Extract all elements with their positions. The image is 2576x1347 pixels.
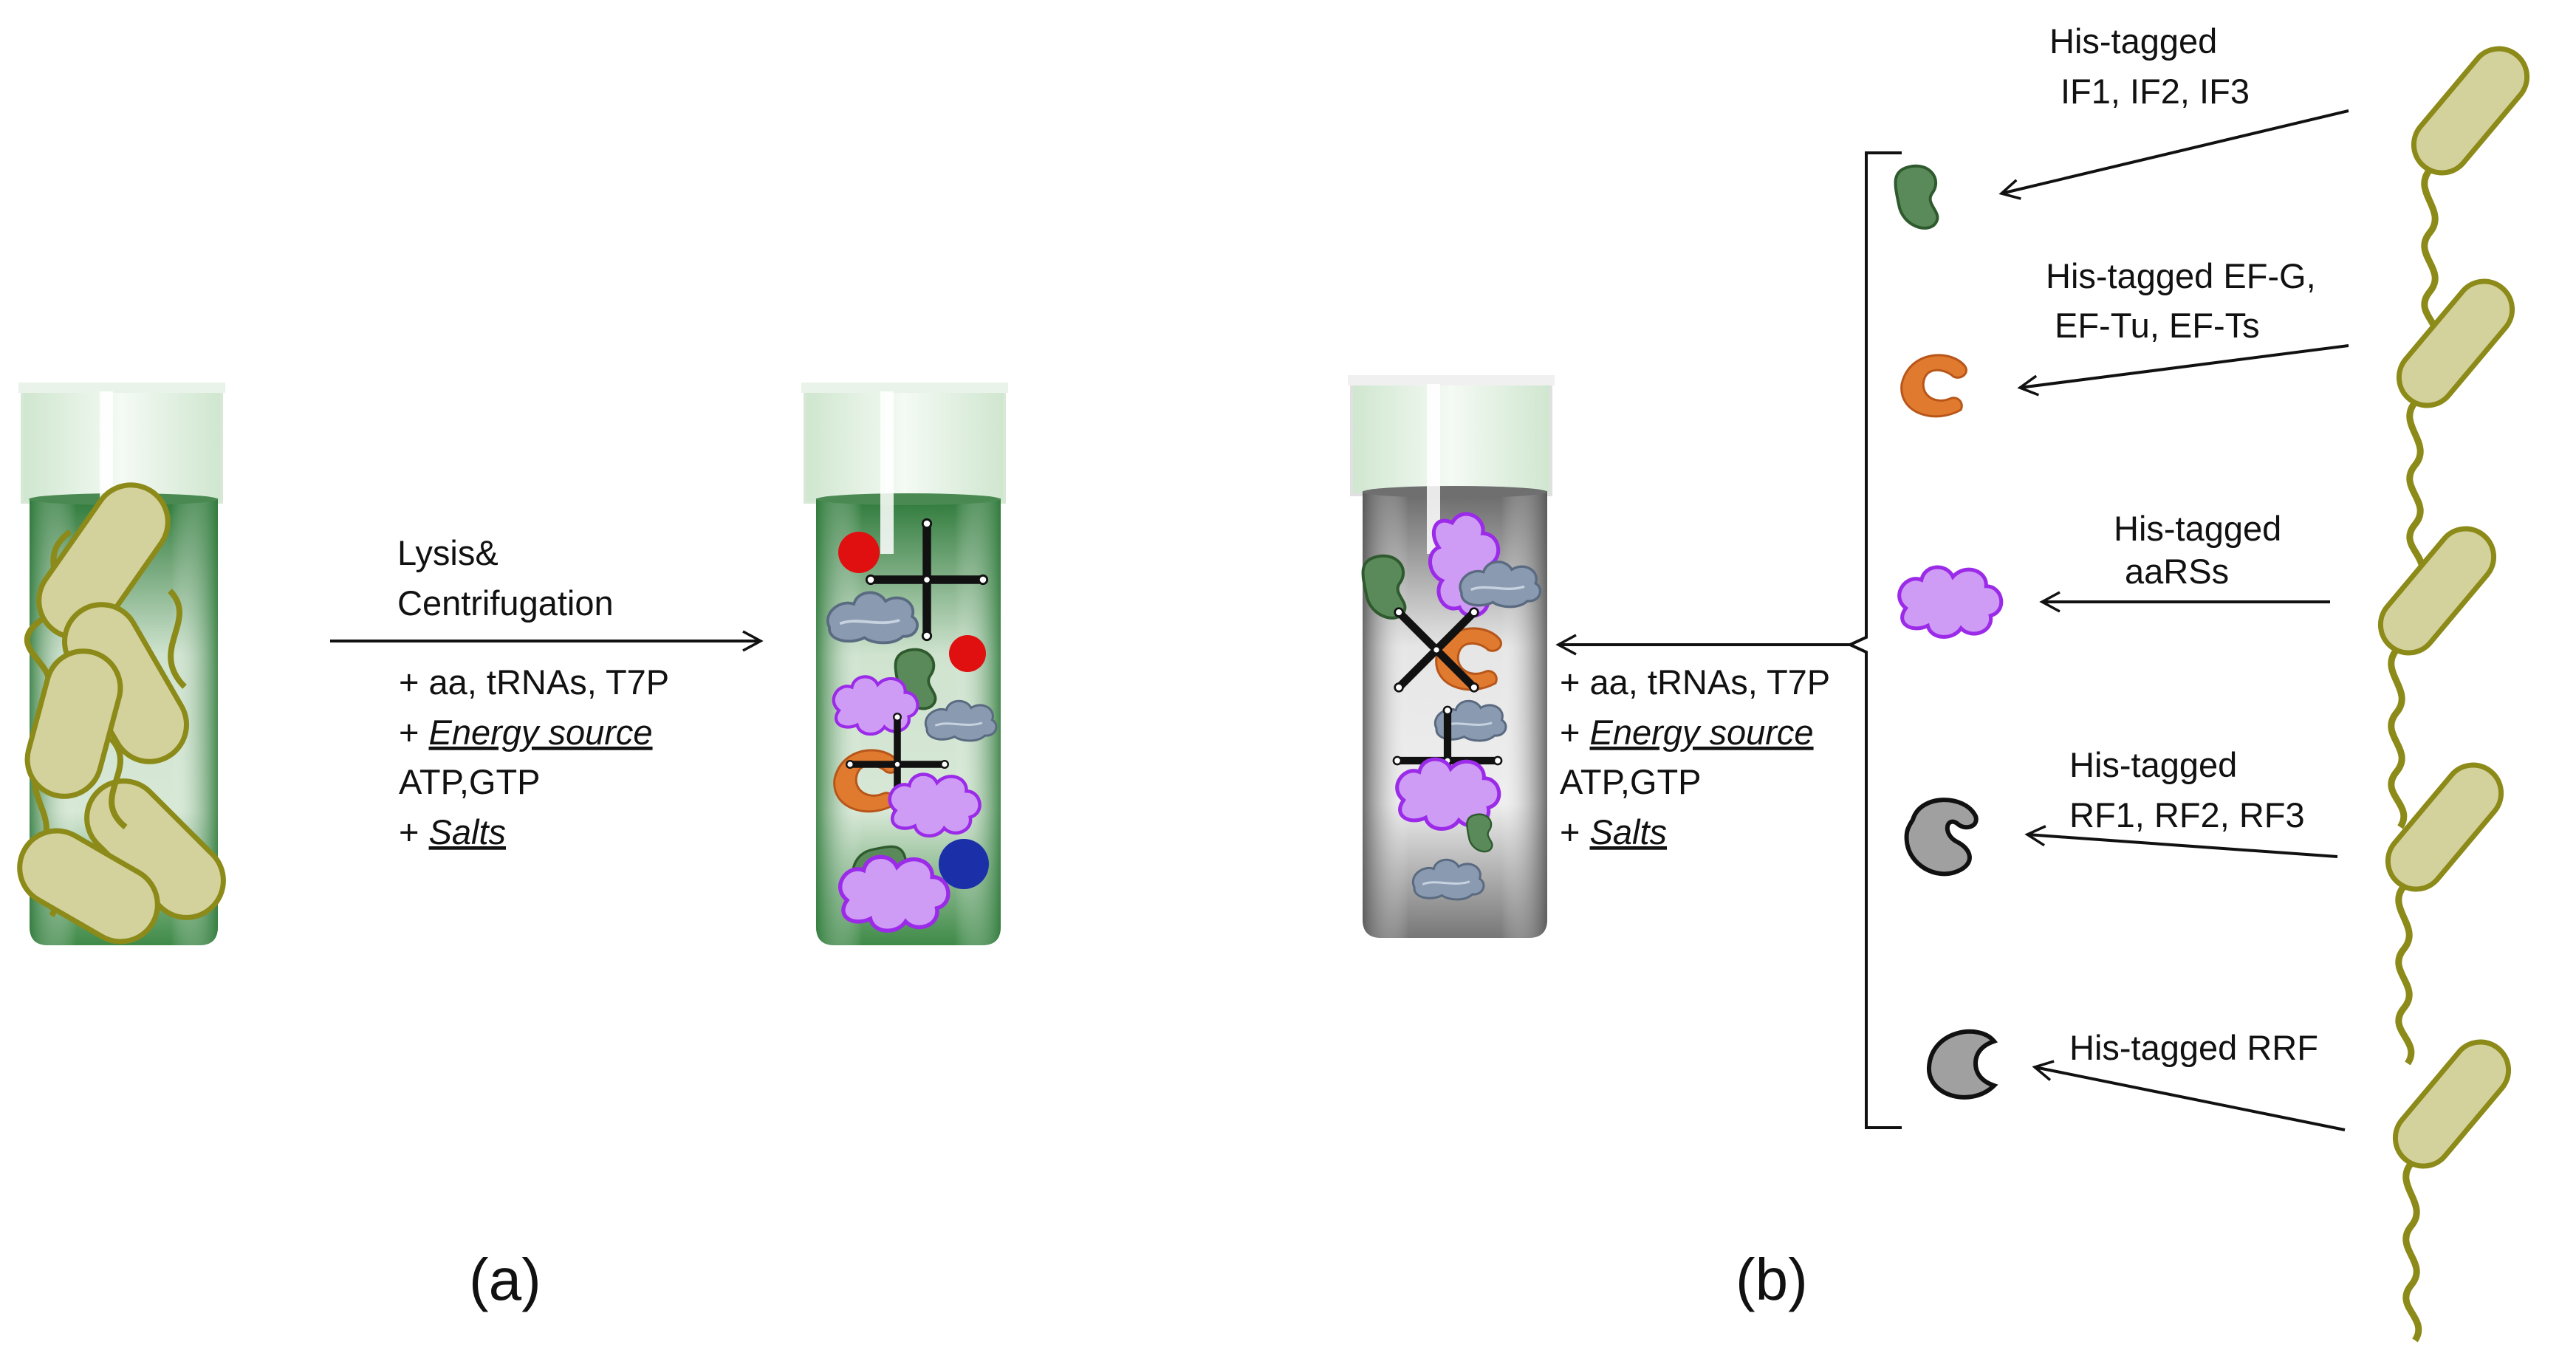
aars-icon [1900, 567, 2001, 637]
bacterium-icon [2384, 1031, 2520, 1340]
factor-if-line2: IF1, IF2, IF3 [2061, 72, 2250, 111]
additive-line-energy: + Energy source [1560, 713, 1814, 752]
factor-ef-line1: His-tagged EF-G, [2046, 256, 2316, 295]
caption-a: (a) [469, 1247, 541, 1312]
factor-rf-line2: RF1, RF2, RF3 [2069, 795, 2305, 834]
bacteria-sources [2369, 38, 2538, 1340]
step-label-lysis: Lysis& [397, 533, 499, 572]
red-protein-icon [838, 532, 880, 573]
factor-labels: His-tagged IF1, IF2, IF3 His-tagged EF-G… [2046, 21, 2318, 1067]
additive-line-atp: ATP,GTP [399, 762, 541, 801]
additive-line-atp: ATP,GTP [1560, 762, 1702, 801]
additive-line-energy: + Energy source [399, 713, 653, 752]
blue-protein-icon [939, 839, 989, 889]
caption-b: (b) [1736, 1247, 1808, 1312]
additive-line-salts: + Salts [1560, 812, 1667, 851]
factor-if-line1: His-tagged [2049, 21, 2217, 61]
red-protein-icon [949, 635, 986, 672]
rf-factor-icon [1907, 800, 1976, 874]
factor-arrows [1998, 109, 2349, 1131]
tube-cells [17, 383, 226, 945]
factor-aars-line2: aaRSs [2125, 552, 2229, 591]
step-label-centrifugation: Centrifugation [397, 583, 614, 623]
if-factor-icon [1894, 164, 1939, 230]
aars-icon [840, 857, 948, 930]
additive-line-aa: + aa, tRNAs, T7P [399, 662, 669, 702]
rrf-factor-icon [1929, 1032, 1994, 1097]
aars-icon [890, 775, 980, 836]
bacteria-cluster [17, 482, 226, 945]
tube-pure [1348, 375, 1555, 938]
additives-a: + aa, tRNAs, T7P + Energy source ATP,GTP… [399, 662, 669, 851]
tube-lysate [801, 383, 1008, 945]
additive-line-aa: + aa, tRNAs, T7P [1560, 662, 1830, 702]
additive-line-salts: + Salts [399, 812, 506, 851]
factor-aars-line1: His-tagged [2114, 509, 2281, 548]
factor-rf-line1: His-tagged [2069, 745, 2237, 784]
factor-ef-line2: EF-Tu, EF-Ts [2055, 306, 2260, 345]
factor-rrf-line1: His-tagged RRF [2069, 1028, 2318, 1067]
additives-b: + aa, tRNAs, T7P + Energy source ATP,GTP… [1560, 662, 1830, 851]
aars-icon [834, 676, 918, 734]
ef-factor-icon [1900, 354, 1967, 418]
factor-bracket [1846, 151, 1902, 1129]
